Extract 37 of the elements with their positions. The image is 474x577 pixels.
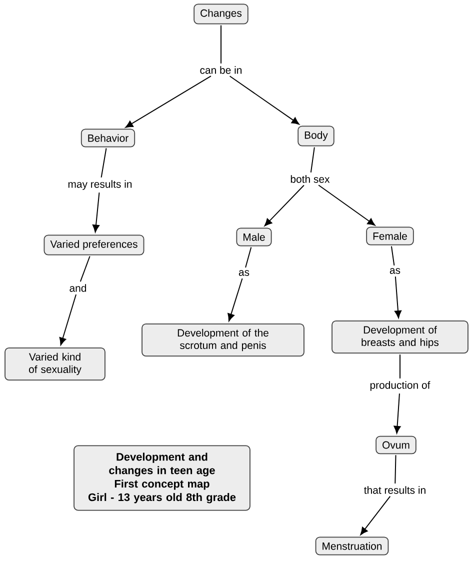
linking-phrase: that results in — [362, 484, 428, 496]
connector-line — [100, 148, 107, 178]
arrow — [394, 393, 401, 434]
arrow — [228, 278, 243, 322]
arrow — [229, 76, 300, 125]
concept-box: Male — [236, 228, 272, 246]
connector-line — [310, 146, 315, 173]
connector-line — [390, 246, 395, 266]
linking-phrase: may results in — [66, 178, 134, 192]
arrow — [264, 184, 304, 226]
arrow — [360, 496, 391, 536]
connector-line — [394, 454, 396, 484]
concept-box: Varied kind of sexuality — [4, 347, 106, 381]
concept-box: Varied preferences — [44, 234, 144, 256]
concept-box: Development of the scrotum and penis — [142, 323, 304, 357]
concept-box: Changes — [194, 4, 248, 24]
linking-phrase: can be in — [198, 64, 244, 76]
linking-phrase: as — [388, 266, 402, 276]
arrow — [59, 294, 77, 346]
concept-box: Body — [298, 126, 334, 146]
linking-phrase: production of — [368, 380, 432, 392]
concept-box: Behavior — [80, 128, 136, 148]
linking-phrase: and — [68, 282, 88, 294]
concept-box: Female — [366, 226, 414, 246]
connector-line — [245, 246, 252, 268]
concept-box: Menstruation — [315, 536, 389, 556]
concept-box: Ovum — [376, 436, 416, 454]
linking-phrase: both sex — [288, 174, 332, 184]
arrow — [125, 76, 212, 128]
connector-line — [220, 24, 222, 64]
arrow — [318, 184, 376, 226]
connector-line — [80, 256, 90, 282]
arrow — [394, 276, 402, 318]
concept-box: Development of breasts and hips — [332, 320, 468, 354]
linking-phrase: as — [236, 268, 252, 278]
title-box: Development and changes in teen age First concept map Girl - 13 years old 8th grade — [74, 445, 250, 511]
arrow — [92, 192, 100, 232]
